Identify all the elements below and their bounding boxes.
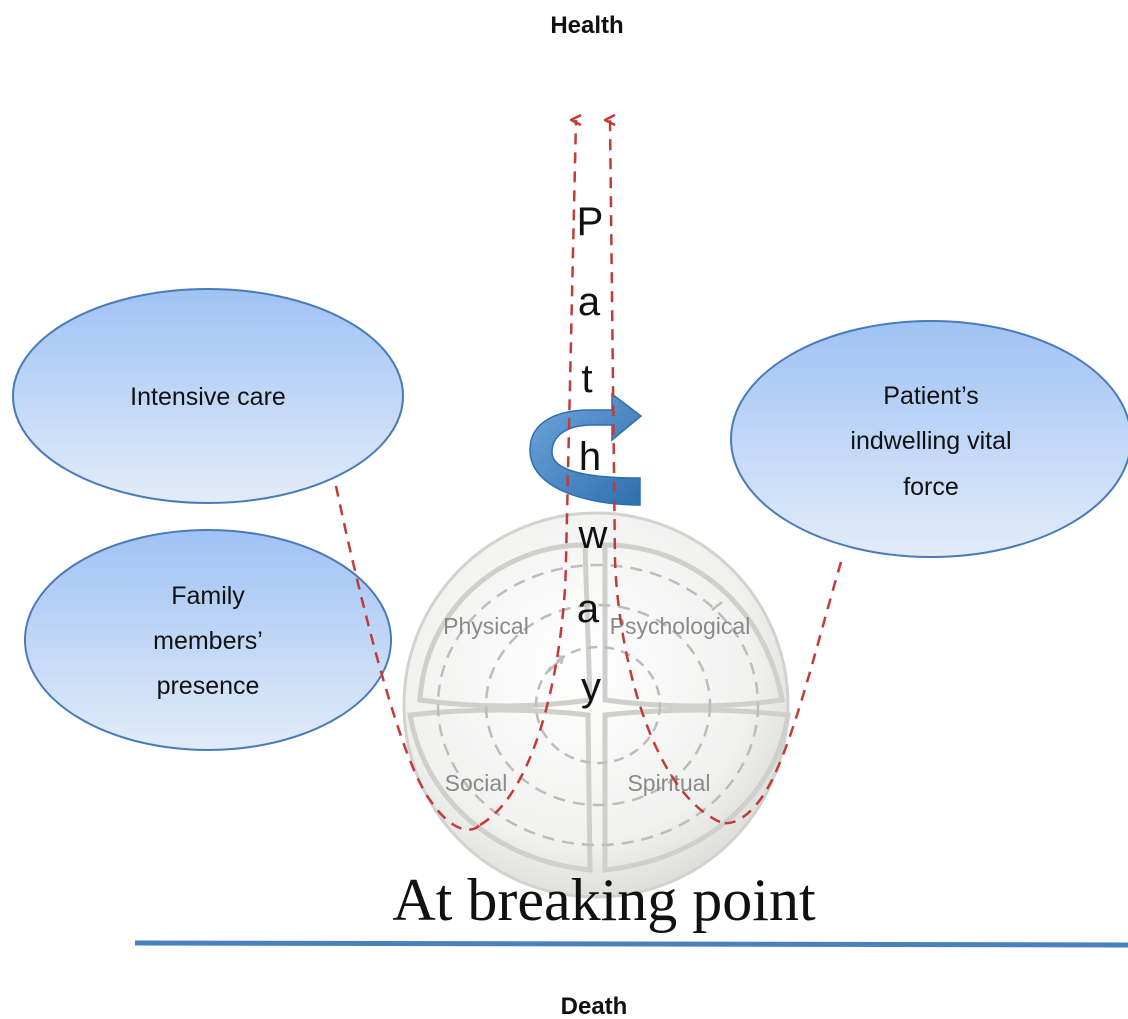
quadrant-physical-label: Physical <box>443 613 529 639</box>
left-influence-line <box>334 485 481 831</box>
vital-force-ellipse: Patient’s indwelling vital force <box>730 320 1128 558</box>
pathway-word: P a t h w a y <box>577 200 608 709</box>
family-presence-ellipse: Family members’ presence <box>24 529 392 751</box>
family-label-line-1: Family <box>171 582 245 610</box>
intensive-care-label: Intensive care <box>130 383 286 411</box>
right-pathway-line <box>610 120 721 824</box>
vital-force-label-line-2: indwelling vital <box>850 427 1011 455</box>
health-label: Health <box>550 12 623 39</box>
family-label-line-3: presence <box>157 672 260 700</box>
pathway-letter: a <box>577 587 600 631</box>
pathway-letter: w <box>578 513 608 557</box>
pathway-letter: y <box>581 665 601 709</box>
pathway-letter: h <box>579 435 601 479</box>
vital-force-label-line-3: force <box>903 473 959 501</box>
pathway-letter: P <box>577 200 604 244</box>
quadrant-spiritual-label: Spiritual <box>627 770 710 796</box>
intensive-care-ellipse: Intensive care <box>12 288 404 504</box>
dashed-pathway-lines <box>334 120 843 831</box>
vital-force-label-line-1: Patient’s <box>883 382 978 410</box>
quadrant-social-label: Social <box>445 770 508 796</box>
death-label: Death <box>561 993 628 1019</box>
breaking-point-line <box>134 940 1128 948</box>
pathway-letter: a <box>578 280 601 324</box>
left-pathway-line <box>479 120 576 827</box>
quadrant-psychological-label: Psychological <box>610 613 751 639</box>
pathway-letter: t <box>581 357 592 401</box>
wellbeing-sphere <box>402 511 791 899</box>
family-label-line-2: members’ <box>153 627 263 655</box>
right-influence-line <box>719 561 843 825</box>
breaking-point-label: At breaking point <box>392 867 816 933</box>
rotation-arrow-icon <box>529 392 643 506</box>
